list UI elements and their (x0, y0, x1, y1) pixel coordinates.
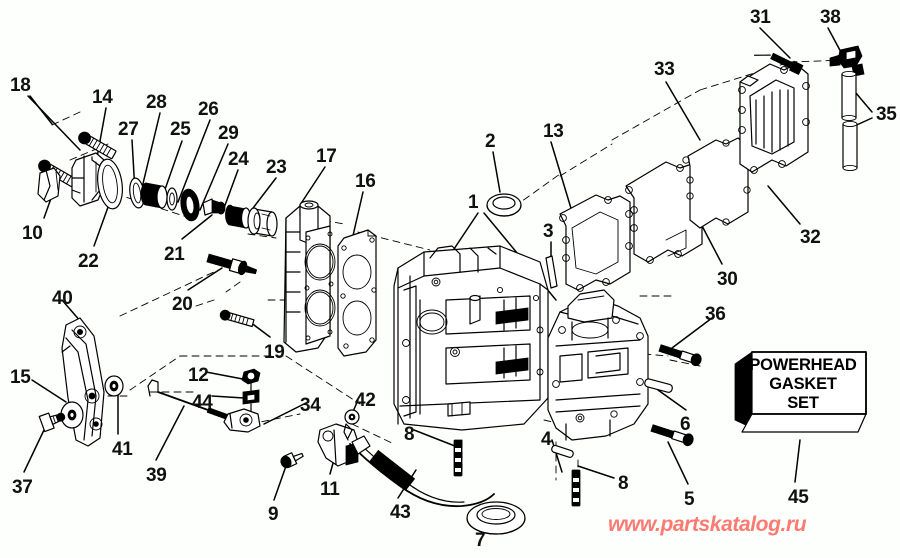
callout-11: 11 (320, 479, 340, 500)
part-1-cylinder-block (393, 245, 549, 431)
callout-37: 37 (12, 477, 33, 498)
callout-39: 39 (146, 465, 167, 486)
part-8-studs (453, 439, 581, 507)
callout-1: 1 (468, 192, 479, 213)
callout-12: 12 (188, 365, 209, 386)
callout-2: 2 (485, 131, 496, 152)
callout-31: 31 (750, 7, 771, 28)
part-43-hose (343, 423, 495, 508)
callout-16: 16 (355, 171, 376, 192)
part-15-washer (60, 401, 84, 429)
callout-7: 7 (475, 530, 486, 551)
part-12-nut (241, 368, 261, 385)
callout-4: 4 (541, 429, 552, 450)
part-29-plug (202, 198, 226, 216)
part-34-pivot-block (223, 408, 261, 433)
gasket-set-box-shape (734, 351, 867, 433)
part-13-gasket (559, 194, 633, 292)
part-41-bushing (104, 375, 124, 397)
callout-30: 30 (717, 269, 738, 290)
callout-43: 43 (390, 502, 411, 523)
part-16-head-gasket (337, 229, 377, 357)
callout-29: 29 (218, 123, 239, 144)
callout-20: 20 (172, 294, 193, 315)
part-26-valve-disc (180, 188, 200, 222)
part-31-screw (753, 52, 804, 76)
callout-38: 38 (820, 7, 841, 28)
part-36-bolt (658, 344, 702, 367)
part-24-sleeve (225, 204, 252, 229)
callout-8: 8 (404, 424, 415, 445)
gasket-set-line-3: SET (787, 394, 819, 412)
callout-24: 24 (228, 149, 249, 170)
callout-35: 35 (876, 104, 897, 125)
callout-13: 13 (543, 121, 564, 142)
callout-8: 8 (618, 473, 629, 494)
part-35-hoses (841, 70, 858, 172)
part-4-pin (551, 444, 574, 458)
site-watermark: www.partskatalog.ru (608, 513, 807, 536)
callout-6: 6 (680, 414, 691, 435)
gasket-set-line-2: GASKET (769, 375, 837, 393)
callout-14: 14 (92, 87, 113, 108)
part-17-cylinder-head (283, 200, 336, 353)
callout-28: 28 (146, 92, 167, 113)
callout-36: 36 (705, 304, 726, 325)
part-23-cap (247, 207, 278, 237)
callout-25: 25 (170, 119, 191, 140)
callout-44: 44 (192, 392, 213, 413)
callout-17: 17 (316, 146, 337, 167)
callout-40: 40 (52, 288, 73, 309)
part-4-exhaust-housing (547, 289, 649, 441)
callout-5: 5 (684, 489, 695, 510)
callout-41: 41 (112, 439, 133, 460)
callout-42: 42 (355, 390, 376, 411)
callout-23: 23 (266, 157, 287, 178)
callout-32: 32 (800, 227, 821, 248)
callout-26: 26 (198, 99, 219, 120)
part-10-anode (37, 167, 61, 203)
leader-lines (23, 27, 873, 528)
gasket-set-label: POWERHEAD GASKET SET (744, 356, 862, 413)
callout-18: 18 (10, 75, 31, 96)
part-5-bolt (650, 424, 694, 447)
part-9-screw (280, 452, 304, 469)
callout-19: 19 (264, 342, 285, 363)
part-6-dowel-pin (644, 378, 673, 393)
part-11-bracket (317, 423, 359, 467)
part-22-gasket (97, 158, 123, 210)
callout-10: 10 (22, 223, 43, 244)
callout-3: 3 (543, 221, 554, 242)
callout-45: 45 (788, 487, 809, 508)
part-32-exhaust-cover (738, 63, 810, 174)
callout-21: 21 (164, 244, 185, 265)
callout-27: 27 (118, 119, 139, 140)
part-25-washer (166, 187, 178, 211)
part-2-seal (486, 193, 522, 217)
part-19-screw (219, 309, 255, 328)
part-7-oil-seal (466, 501, 526, 535)
part-33-gasket (682, 137, 751, 229)
part-37-screw (38, 412, 66, 433)
gasket-set-line-1: POWERHEAD (749, 356, 857, 374)
part-28-thermostat (140, 182, 168, 209)
callout-34: 34 (300, 395, 321, 416)
callout-33: 33 (654, 59, 675, 80)
callout-15: 15 (10, 367, 31, 388)
callout-22: 22 (78, 251, 99, 272)
part-20-sender (206, 253, 258, 276)
part-42-washer (344, 409, 360, 425)
callout-9: 9 (268, 504, 279, 525)
part-30-exhaust-plate (625, 161, 705, 264)
part-27-washer (129, 177, 145, 209)
part-3-dowel-pin (545, 255, 558, 289)
